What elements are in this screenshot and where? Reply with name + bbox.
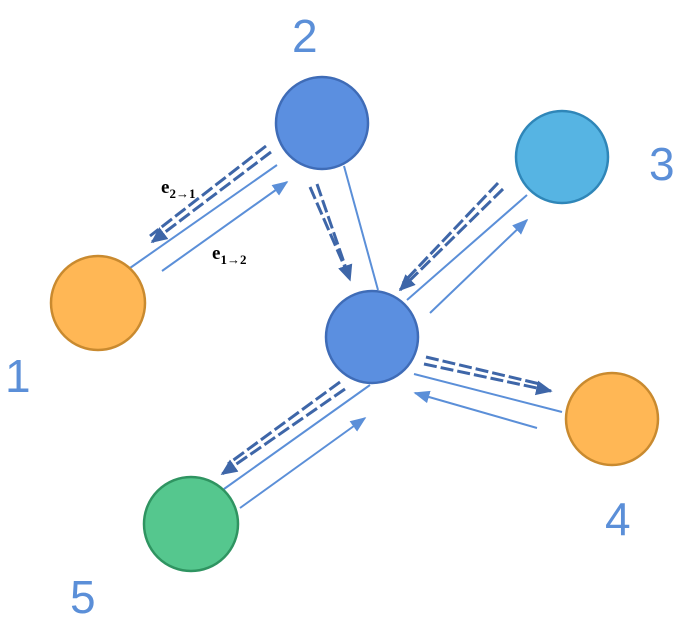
message-center-to-5 bbox=[220, 380, 346, 476]
node-2 bbox=[274, 75, 370, 171]
node-3 bbox=[514, 109, 610, 205]
link-center-4-plain bbox=[413, 373, 563, 413]
link-3-center-plain bbox=[406, 194, 528, 301]
node-4 bbox=[564, 371, 660, 467]
message-2-to-center bbox=[308, 183, 353, 282]
node-1 bbox=[49, 254, 147, 352]
link-center-5-plain bbox=[223, 384, 371, 490]
label-node-2: 2 bbox=[292, 10, 318, 62]
message-3-to-center bbox=[398, 181, 505, 292]
link-4-to-center bbox=[413, 390, 538, 429]
label-node-3: 3 bbox=[649, 138, 675, 190]
link-5-to-center bbox=[239, 417, 367, 509]
label-node-5: 5 bbox=[70, 571, 96, 623]
message-2-to-1 bbox=[149, 144, 272, 244]
link-1-to-2 bbox=[161, 181, 289, 272]
message-center-to-4 bbox=[423, 355, 553, 396]
node-center bbox=[324, 289, 420, 385]
link-center-to-3 bbox=[429, 218, 529, 314]
link-2-center bbox=[343, 165, 379, 291]
edge-label-e12: e1→2 bbox=[212, 243, 246, 267]
node-5 bbox=[142, 475, 240, 573]
edge-label-e21: e2→1 bbox=[161, 177, 195, 201]
link-1-2-plain bbox=[129, 164, 278, 269]
label-node-4: 4 bbox=[605, 493, 631, 545]
label-node-1: 1 bbox=[5, 350, 31, 402]
